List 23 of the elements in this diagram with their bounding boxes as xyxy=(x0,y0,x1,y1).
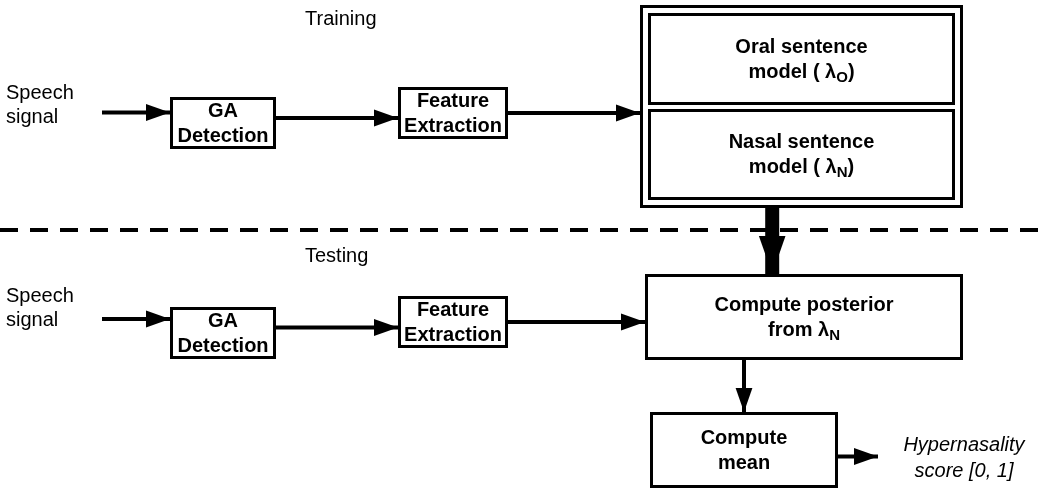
arrow xyxy=(735,360,753,412)
process-box: Compute posterior from λ$_{N}$ xyxy=(645,274,963,360)
arrow xyxy=(102,104,170,121)
process-box: GA Detection xyxy=(170,97,276,149)
output-label: Hypernasality score [0, 1] xyxy=(878,425,1050,489)
signal-label: Speech signal xyxy=(2,80,102,128)
process-box: GA Detection xyxy=(170,307,276,359)
model-group-box xyxy=(640,5,963,208)
signal-label: Speech signal xyxy=(2,283,102,331)
arrow xyxy=(758,208,786,274)
process-box: Feature Extraction xyxy=(398,87,508,139)
arrow xyxy=(838,448,878,465)
arrow xyxy=(508,104,640,122)
arrow xyxy=(276,319,398,336)
arrow xyxy=(102,310,170,328)
process-box: Compute mean xyxy=(650,412,838,488)
arrow xyxy=(276,109,398,127)
arrow xyxy=(508,313,645,331)
phase-label: Training xyxy=(305,6,377,30)
model-box: Nasal sentence model ( λ$_{N}$) xyxy=(648,108,955,200)
process-box: Feature Extraction xyxy=(398,296,508,348)
model-box: Oral sentence model ( λ$_{O}$) xyxy=(648,13,955,105)
phase-label: Testing xyxy=(305,243,369,267)
